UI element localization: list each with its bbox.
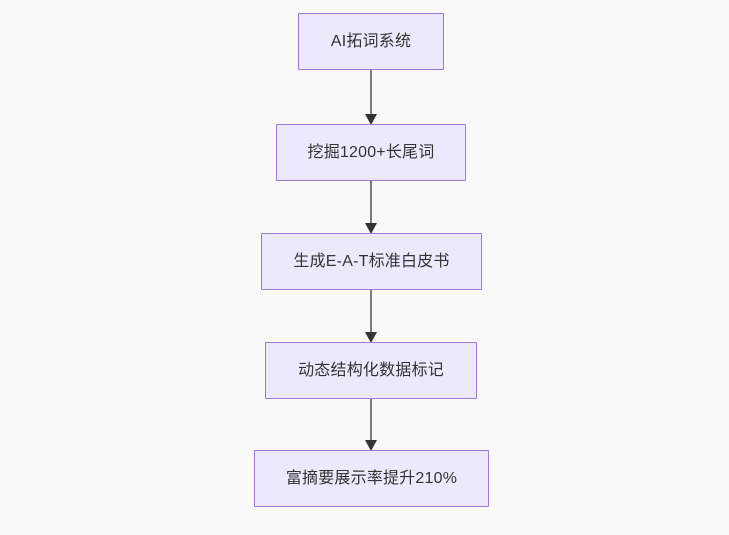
node-label: AI拓词系统: [330, 32, 412, 50]
node-label: 挖掘1200+长尾词: [307, 143, 435, 161]
flowchart-node-mine-longtail-keywords[interactable]: 挖掘1200+长尾词: [276, 124, 466, 181]
node-label: 动态结构化数据标记: [298, 361, 444, 379]
arrow-down-icon: [365, 114, 377, 125]
flowchart-node-rich-snippet-rate-increase[interactable]: 富摘要展示率提升210%: [254, 450, 489, 507]
arrow-down-icon: [365, 223, 377, 234]
arrow-down-icon: [365, 440, 377, 451]
node-label: 富摘要展示率提升210%: [285, 469, 458, 487]
edge-node3-to-node4: [365, 397, 377, 451]
node-label: 生成E-A-T标准白皮书: [293, 252, 450, 270]
arrow-down-icon: [365, 332, 377, 343]
flowchart-node-generate-eat-whitepaper[interactable]: 生成E-A-T标准白皮书: [261, 233, 482, 290]
flowchart-node-dynamic-structured-data-markup[interactable]: 动态结构化数据标记: [265, 342, 477, 399]
edge-node0-to-node1: [365, 68, 377, 125]
edge-node2-to-node3: [365, 288, 377, 343]
edge-node1-to-node2: [365, 179, 377, 234]
flowchart-node-ai-keyword-system[interactable]: AI拓词系统: [298, 13, 444, 70]
